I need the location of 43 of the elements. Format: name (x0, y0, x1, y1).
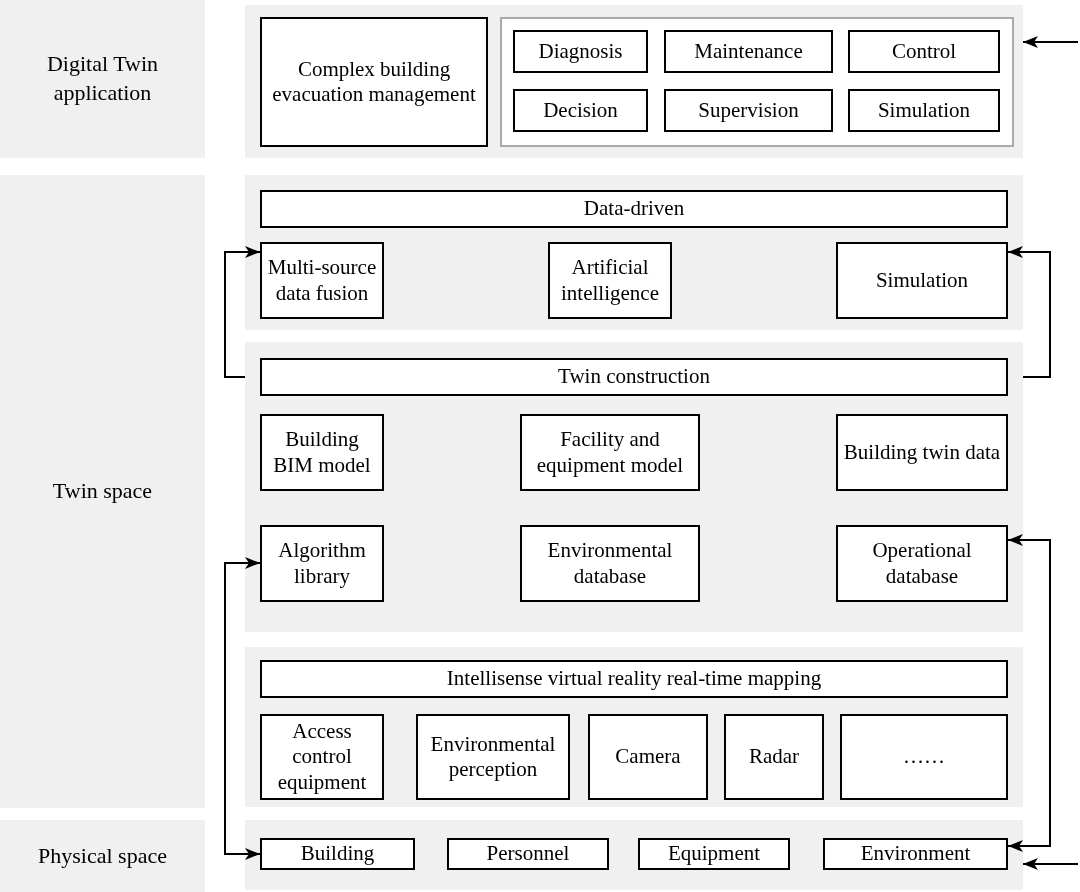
module-box: Complex building evacuation management (260, 17, 488, 147)
arrow (1007, 246, 1051, 378)
module-box: Simulation (848, 89, 1000, 132)
module-box: Building BIM model (260, 414, 384, 491)
module-box: …… (840, 714, 1008, 800)
module-box: Maintenance (664, 30, 833, 73)
module-box: Control (848, 30, 1000, 73)
module-box: Access control equipment (260, 714, 384, 800)
module-box: Building twin data (836, 414, 1008, 491)
layer-label: Digital Twin application (0, 0, 205, 158)
module-box: Supervision (664, 89, 833, 132)
layer-panel (245, 647, 1023, 807)
module-box: Simulation (836, 242, 1008, 319)
module-box: Equipment (638, 838, 790, 870)
arrow (1022, 36, 1079, 48)
module-box: Intellisense virtual reality real-time mapping (260, 660, 1008, 698)
module-box: Decision (513, 89, 648, 132)
module-box: Algorithm library (260, 525, 384, 602)
double-arrow (224, 557, 261, 860)
module-box: Environment (823, 838, 1008, 870)
layer-label: Physical space (0, 820, 205, 892)
arrow (224, 246, 261, 378)
layer-panel (245, 820, 1023, 890)
module-box: Artificial intelligence (548, 242, 672, 319)
module-box: Data-driven (260, 190, 1008, 228)
layer-panel (245, 342, 1023, 632)
arrow (1022, 858, 1079, 870)
module-box: Facility and equipment model (520, 414, 700, 491)
module-box: Diagnosis (513, 30, 648, 73)
module-box: Multi-source data fusion (260, 242, 384, 319)
module-box: Environmental database (520, 525, 700, 602)
module-box: Camera (588, 714, 708, 800)
module-box: Building (260, 838, 415, 870)
layer-panel (245, 5, 1023, 158)
module-box: Personnel (447, 838, 609, 870)
layer-label: Twin space (0, 175, 205, 808)
group-box (500, 17, 1014, 147)
module-box: Radar (724, 714, 824, 800)
double-arrow (1007, 534, 1051, 852)
module-box: Operational database (836, 525, 1008, 602)
layer-panel (245, 175, 1023, 330)
module-box: Environmental perception (416, 714, 570, 800)
module-box: Twin construction (260, 358, 1008, 396)
